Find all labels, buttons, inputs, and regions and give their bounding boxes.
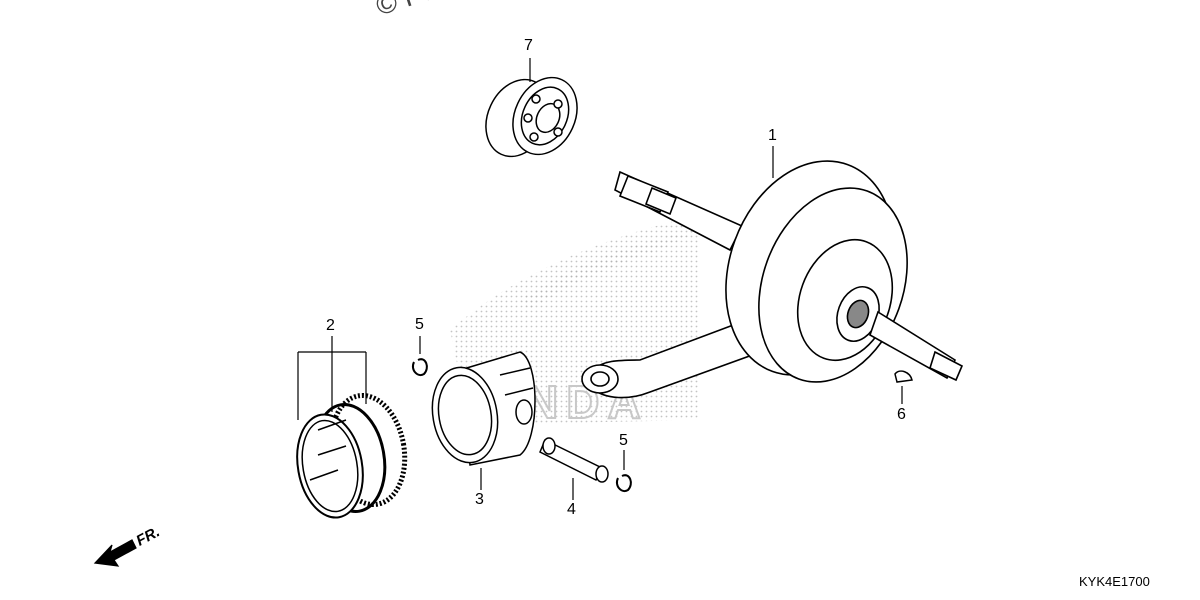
piston-rings[interactable] [289, 390, 413, 523]
callout-6[interactable]: 6 [897, 406, 906, 423]
callout-4[interactable]: 4 [567, 501, 576, 518]
callout-1[interactable]: 1 [768, 127, 777, 144]
pin-clip-lower[interactable] [616, 474, 632, 492]
front-direction-arrow [93, 539, 137, 567]
piston[interactable] [425, 351, 536, 468]
piston-pin[interactable] [539, 437, 609, 483]
crankshaft[interactable] [581, 137, 964, 403]
callout-5-upper[interactable]: 5 [415, 316, 424, 333]
callout-7[interactable]: 7 [524, 37, 533, 54]
woodruff-key[interactable] [894, 370, 913, 383]
pin-clip-upper[interactable] [412, 358, 428, 376]
diagram-code: KYK4E1700 [1079, 574, 1150, 589]
leader-lines [297, 58, 903, 500]
callout-2[interactable]: 2 [326, 317, 335, 334]
callout-5-lower[interactable]: 5 [619, 432, 628, 449]
ball-bearing[interactable] [474, 67, 589, 167]
callout-3[interactable]: 3 [475, 491, 484, 508]
